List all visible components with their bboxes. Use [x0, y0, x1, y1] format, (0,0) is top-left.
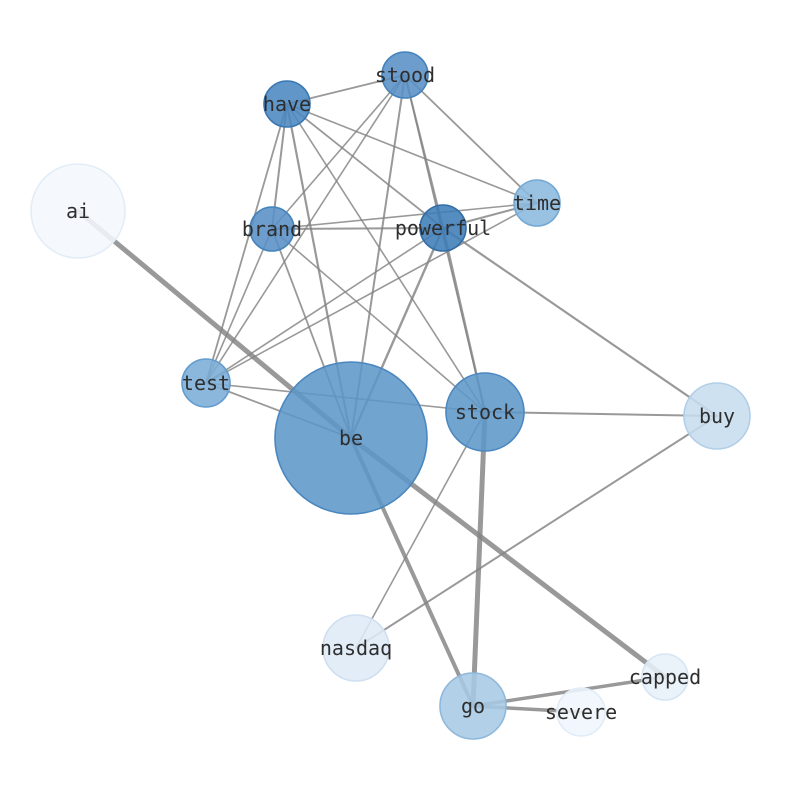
node-circle-powerful: [419, 204, 467, 252]
edges-layer: [75, 74, 719, 714]
node-circle-buy: [683, 382, 751, 450]
graph-edge-have-test: [205, 103, 288, 384]
node-circle-test: [181, 358, 231, 408]
graph-edge-have-stock: [286, 103, 486, 413]
node-circle-brand: [249, 206, 295, 252]
graph-edge-stock-nasdaq: [355, 411, 486, 649]
node-circle-be: [274, 361, 428, 515]
graph-edge-powerful-test: [205, 227, 444, 384]
graph-edge-stock-go: [470, 409, 488, 709]
graph-edge-buy-nasdaq: [355, 415, 718, 649]
graph-edge-stood-brand: [271, 74, 406, 230]
graph-edge-brand-test: [205, 228, 273, 384]
graph-edge-brand-powerful: [271, 227, 444, 230]
graph-edge-brand-time: [271, 202, 538, 230]
graph-edge-have-powerful: [286, 103, 444, 229]
node-circle-stock: [445, 372, 525, 452]
node-circle-capped: [641, 653, 689, 701]
nodes-layer: [30, 51, 751, 740]
graph-edge-brand-stock: [271, 228, 486, 413]
graph-edge-powerful-buy: [441, 226, 719, 418]
node-circle-have: [263, 80, 311, 128]
node-circle-go: [439, 672, 507, 740]
node-circle-severe: [556, 687, 606, 737]
graph-edge-stood-time: [404, 74, 538, 204]
node-circle-time: [513, 179, 561, 227]
graph-edge-time-test: [205, 202, 538, 384]
node-circle-ai: [30, 163, 126, 259]
node-circle-nasdaq: [322, 614, 390, 682]
node-circle-stood: [381, 51, 429, 99]
graph-edge-have-time: [286, 103, 538, 204]
